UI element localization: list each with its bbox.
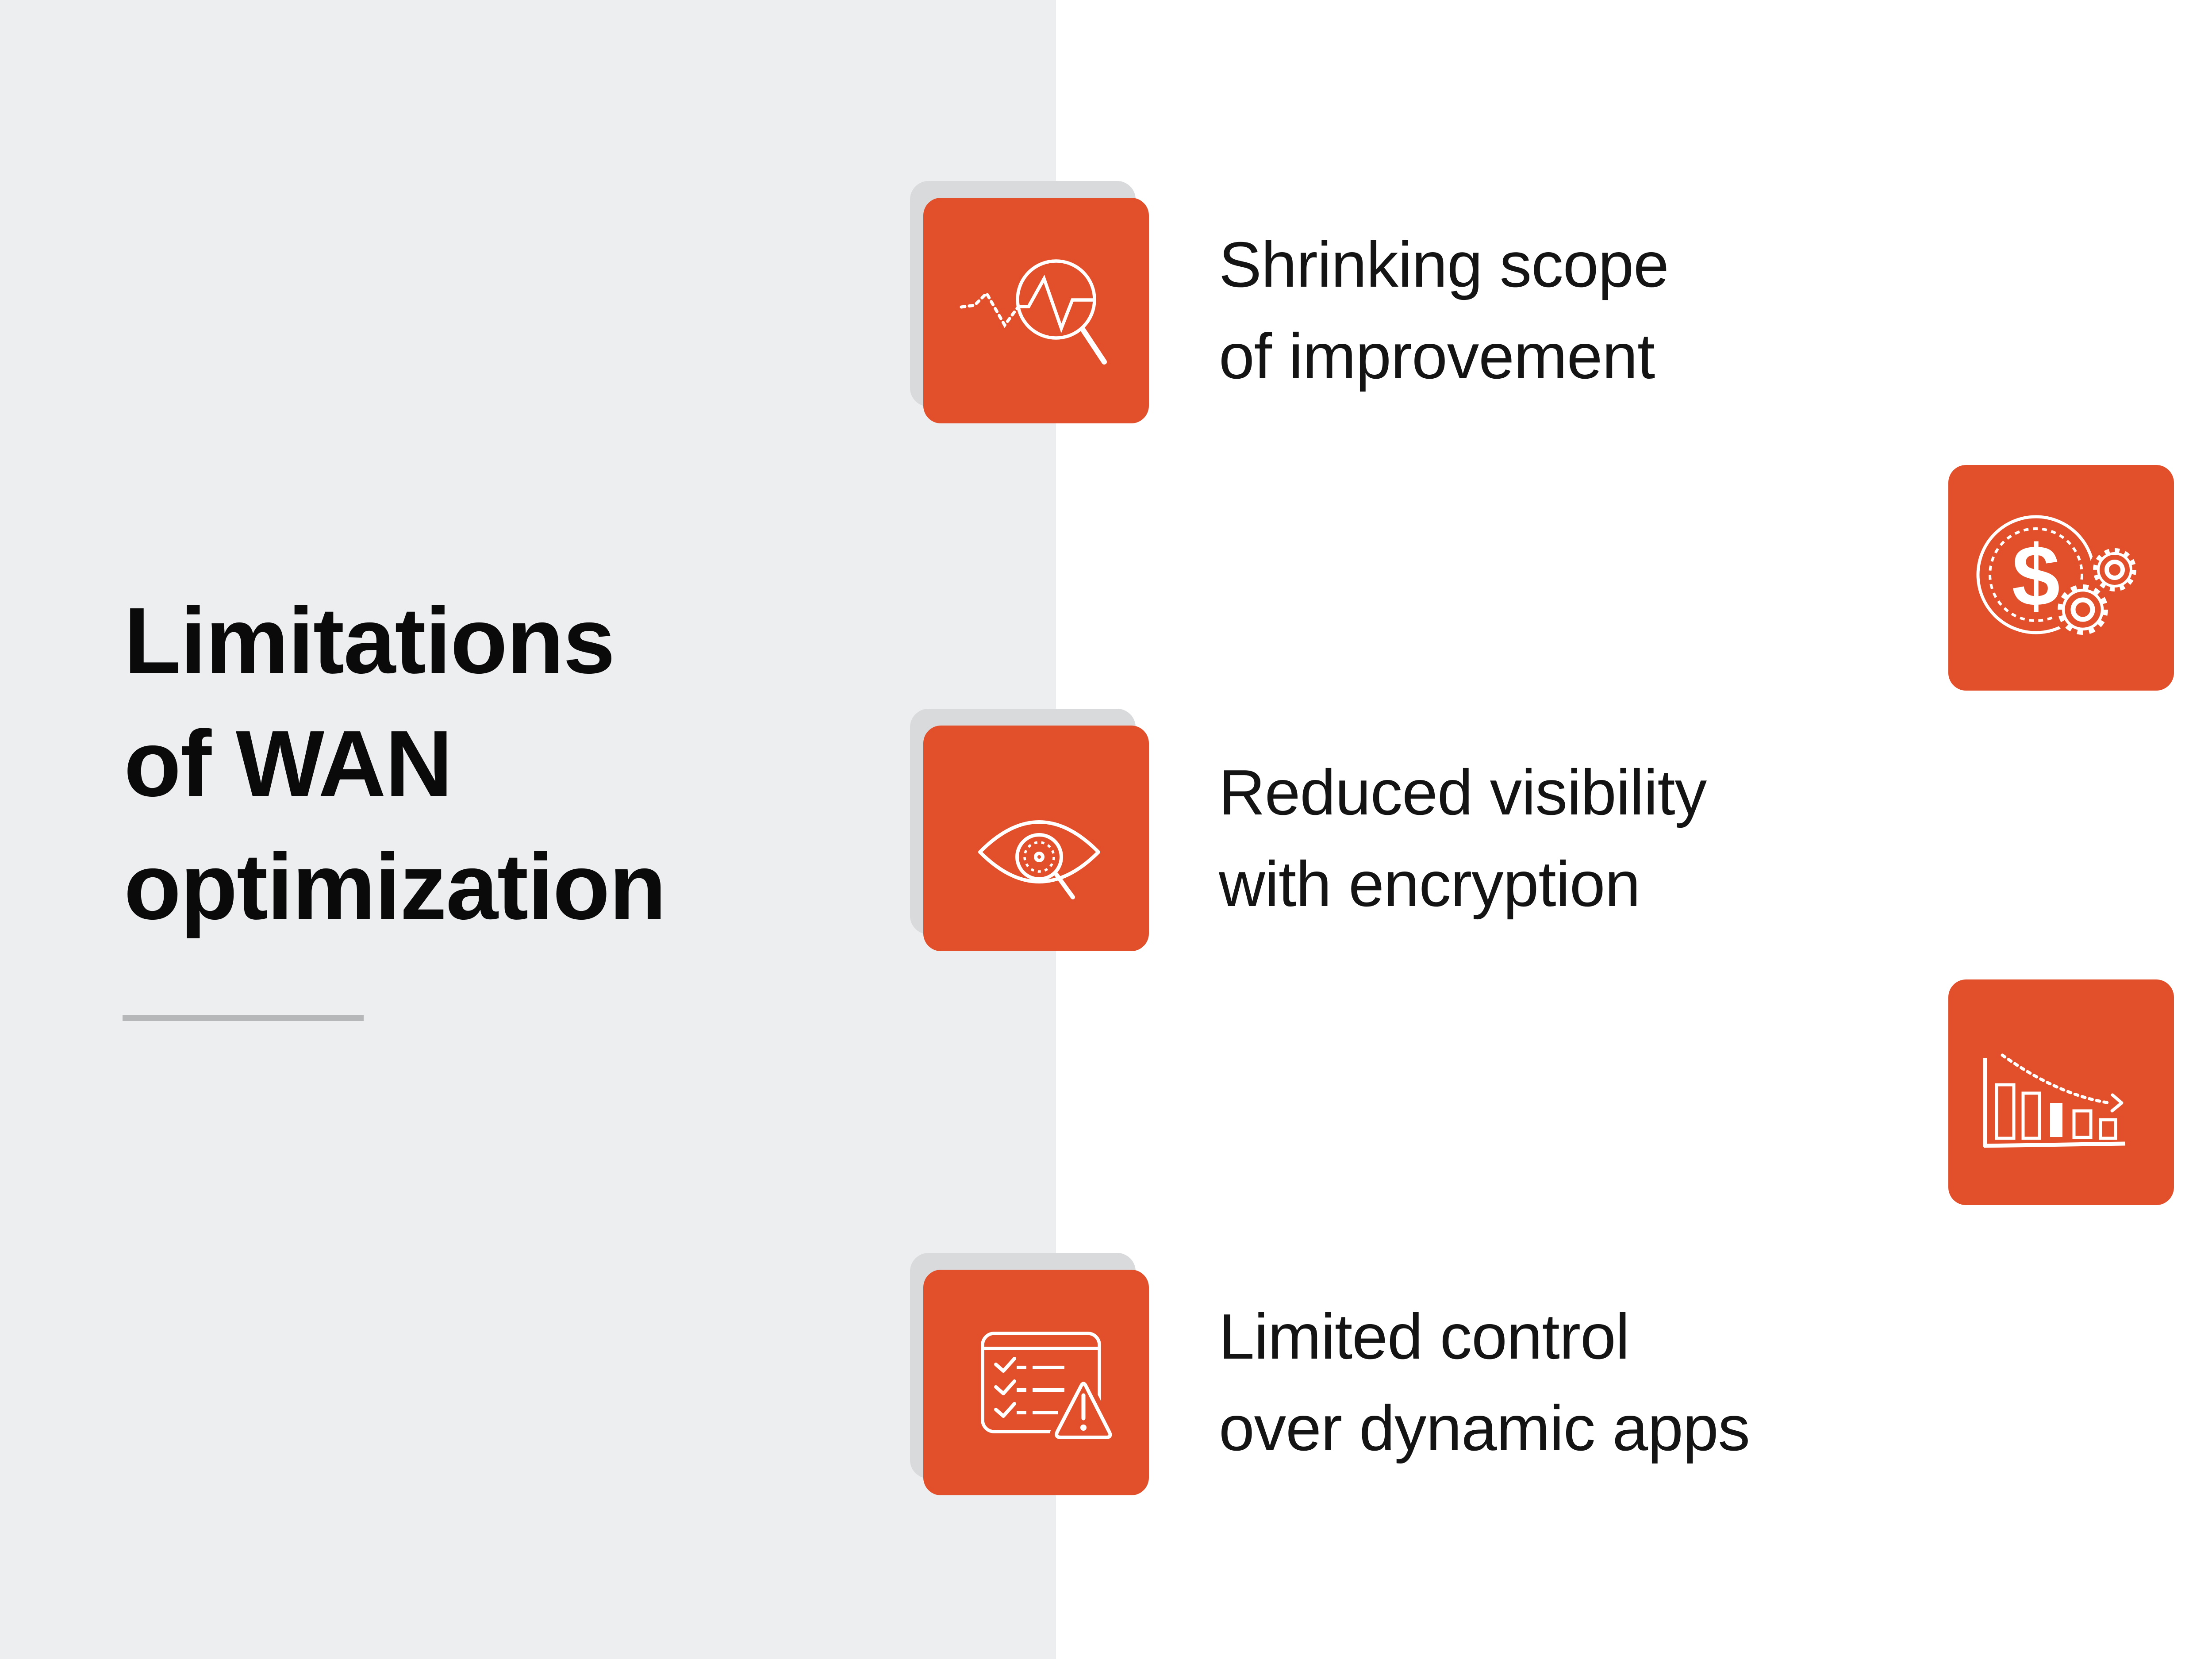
checklist-warning-icon [981,1332,1117,1444]
label-line: Reduced visibility [1219,757,1707,828]
item-label: Shrinking scope of improvement [1219,219,1669,402]
left-panel [0,0,1056,1659]
label-line: with encryption [1219,848,1640,920]
icon-tile: $ [1948,465,2174,691]
eye-magnifier-icon [978,820,1100,899]
label-line: over dynamic apps [1219,1392,1750,1464]
item-label: Limited control over dynamic apps [1219,1291,1750,1474]
label-line: Shrinking scope [1219,229,1669,300]
icon-tile [923,198,1149,423]
icon-tile [1948,979,2174,1205]
item-processing-overhead: $ Processing overhead [1948,465,2174,691]
item-diminishing-returns: Diminishing returns with modern SD-WAN &… [1948,979,2174,1205]
dollar-glyph: $ [2012,527,2060,624]
item-shrinking-scope: Shrinking scope of improvement [910,181,1669,423]
dollar-gears-icon: $ [1976,515,2140,639]
page-title: Limitations of WAN optimization [124,579,666,948]
title-line: optimization [124,834,666,939]
label-line: Limited control [1219,1301,1630,1372]
title-underline-divider [123,1015,364,1021]
item-limited-control: Limited control over dynamic apps [910,1253,1750,1495]
icon-tile [923,726,1149,951]
item-reduced-visibility: Reduced visibility with encryption [910,709,1707,951]
icon-tile [923,1270,1149,1495]
declining-bars-icon [1983,1053,2126,1148]
label-line: of improvement [1219,320,1655,392]
title-line: Limitations [124,588,615,693]
title-line: of WAN [124,711,453,816]
item-label: Reduced visibility with encryption [1219,747,1707,930]
trend-magnifier-icon [960,259,1107,365]
